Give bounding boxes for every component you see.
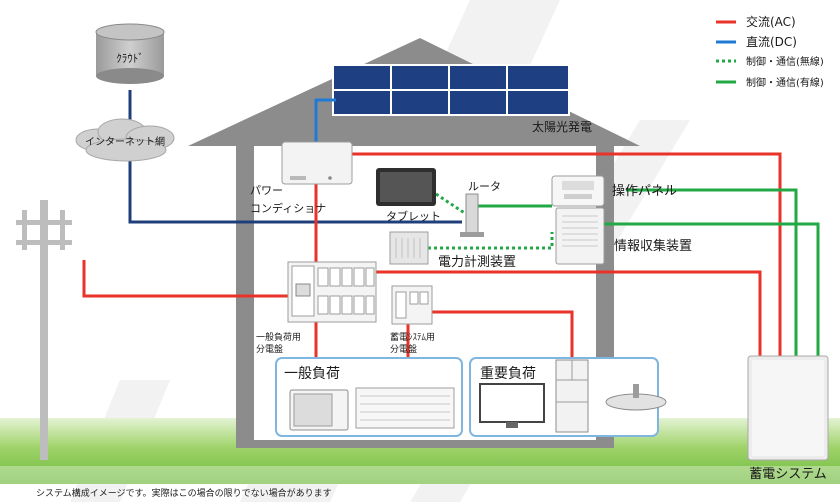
tablet-label: タブレット — [386, 209, 441, 223]
solar-panel — [332, 64, 570, 116]
utility-pole — [16, 200, 72, 460]
internet-cloud — [75, 118, 175, 162]
cloud-server — [95, 23, 165, 84]
storage-board-label-1: 蓄電ｼｽﾃﾑ用 — [390, 331, 435, 343]
cloud-label: ｸﾗｳﾄﾞ — [116, 52, 144, 65]
storage-battery — [747, 355, 829, 461]
legend-dc: 直流(DC) — [746, 35, 797, 49]
legend-wired: 制御・通信(有線) — [746, 76, 824, 89]
general-board-label-1: 一般負荷用 — [256, 331, 301, 343]
wiring — [82, 90, 820, 370]
general-load-label: 一般負荷 — [284, 366, 340, 382]
footnote: システム構成イメージです。実際はこの場合の限りでない場合があります — [36, 487, 332, 499]
tablet — [376, 168, 436, 206]
ground-strip — [0, 466, 840, 484]
storage-system-label: 蓄電システム — [749, 467, 827, 482]
router — [460, 193, 484, 237]
power-meter-label: 電力計測装置 — [438, 254, 516, 270]
info-collector-device — [555, 207, 605, 265]
power-conditioner — [281, 141, 353, 185]
storage-distribution-board — [391, 285, 433, 325]
general-board-label-2: 分電盤 — [256, 343, 283, 355]
general-distribution-board — [287, 261, 377, 323]
control-panel-label: 操作パネル — [612, 183, 677, 199]
television — [479, 383, 545, 428]
air-conditioner — [355, 387, 455, 429]
control-panel-device — [551, 175, 605, 207]
legend-ac: 交流(AC) — [746, 14, 796, 29]
legend-wireless: 制御・通信(無線) — [746, 55, 824, 68]
pcs-label-1: パワー — [250, 184, 283, 197]
important-load-label: 重要負荷 — [480, 366, 536, 382]
refrigerator — [555, 359, 589, 433]
info-collector-label: 情報収集装置 — [614, 238, 692, 254]
power-meter-device — [389, 231, 429, 265]
microwave — [289, 389, 349, 431]
pcs-label-2: コンディショナ — [250, 201, 326, 215]
legend — [716, 20, 736, 84]
ceiling-light — [605, 384, 667, 411]
storage-board-label-2: 分電盤 — [390, 343, 417, 355]
router-label: ルータ — [468, 180, 501, 193]
solar-label: 太陽光発電 — [532, 119, 592, 134]
internet-label: インターネット網 — [85, 135, 165, 148]
